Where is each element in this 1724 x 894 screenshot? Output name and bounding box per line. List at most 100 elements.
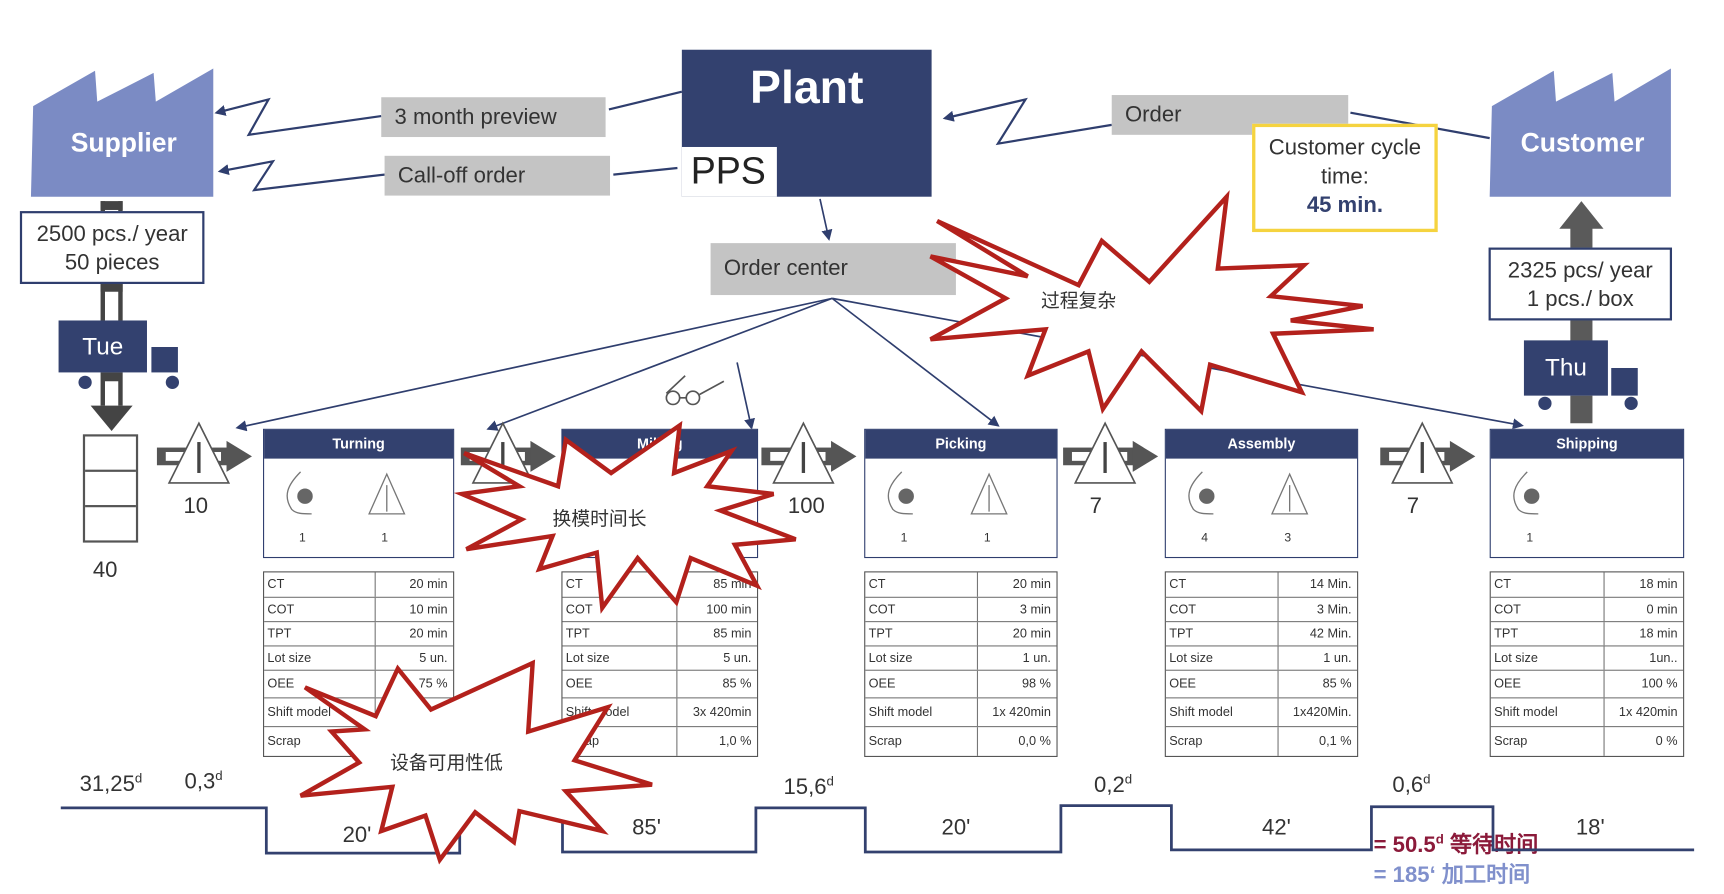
wait-value: = 50.5 (1373, 833, 1436, 858)
operator-count: 3 (1284, 531, 1292, 545)
metric-label: CT (1166, 572, 1279, 597)
wait-days: 15,6 (783, 775, 827, 800)
metric-label: Shift model (1166, 698, 1279, 727)
metric-value: 0 min (1646, 602, 1678, 617)
metric-value: 3x 420min (692, 705, 752, 719)
metric-value: 5 un. (723, 651, 752, 665)
operator-count: 1 (900, 531, 908, 545)
metric-label: Lot size (1491, 646, 1605, 670)
wait-unit: d (134, 770, 143, 786)
cycle-time-value: 45 min. (1306, 193, 1383, 218)
supplier-label: Supplier (70, 128, 177, 159)
metric-label: Scrap (865, 727, 979, 756)
process-name: Picking (865, 429, 1057, 459)
go-see-arrow (736, 362, 755, 430)
wait-unit: d (826, 773, 834, 790)
customer-annual-quantity: 2325 pcs/ year (1507, 258, 1653, 283)
metric-label: Lot size (562, 646, 678, 670)
inventory-count: 7 (1089, 493, 1102, 519)
plant-box: Plant PPS (681, 49, 932, 197)
inventory-triangle-icon (156, 421, 252, 484)
metric-value: 20 min (409, 577, 448, 592)
wait-time-label: 15,6d (784, 774, 834, 801)
metric-label: OEE (1491, 670, 1605, 698)
order-center-to-shipping-arrow (831, 297, 1524, 430)
metric-value: 100 min (706, 602, 752, 617)
metric-value: 18 min (1639, 627, 1678, 641)
metric-label: OEE (1166, 670, 1279, 698)
table-row: Shift model 1x420Min. (1165, 698, 1358, 728)
calloff-electronic-arrow (217, 159, 385, 192)
operator-icon (1188, 471, 1215, 515)
metric-value: 10 min (409, 602, 448, 617)
inventory-triangle-icon (1380, 421, 1476, 484)
wait-unit: d (1124, 771, 1133, 787)
wait-time-label: 31,25d (80, 770, 143, 797)
process-time-label: 85' (632, 815, 661, 840)
calloff-info-box: Call-off order (384, 155, 611, 196)
metric-value: 1x 420min (992, 705, 1051, 719)
metric-value: 85 % (1322, 677, 1352, 691)
process-name: Milling (562, 429, 757, 459)
inventory-count: 10 (183, 493, 209, 519)
metric-value: 85 min (713, 577, 752, 592)
metric-value: 1x420Min. (1292, 705, 1352, 719)
table-row: OEE 85 % (1165, 670, 1358, 699)
metric-label: TPT (1166, 622, 1279, 646)
metric-label: COT (264, 597, 376, 622)
process-time-label: 20' (941, 815, 971, 840)
metric-label: Scrap (264, 727, 376, 756)
process-name: Turning (264, 429, 454, 459)
inventory-triangle-icon (368, 472, 406, 515)
metric-label: CT (865, 572, 979, 597)
order-info-box: Order (1111, 95, 1349, 135)
wait-unit: d (1435, 831, 1444, 847)
inventory-triangle-icon (761, 421, 857, 484)
operator-icon (286, 471, 313, 515)
order-center-to-picking-arrow (831, 297, 1000, 427)
metric-value: 85 min (713, 627, 752, 641)
preview-electronic-arrow (214, 97, 382, 137)
process-label: 加工时间 (1441, 863, 1531, 888)
metric-value: 100 % (1641, 677, 1678, 691)
metric-label: CT (562, 572, 678, 597)
metric-label: Shift model (1491, 698, 1605, 727)
operator-count: 1 (1526, 531, 1534, 545)
process-box-milling[interactable]: Milling (561, 428, 759, 559)
metric-label: TPT (865, 622, 979, 646)
customer-delivery-day: Thu (1523, 340, 1608, 396)
metric-value: 18 min (1639, 577, 1678, 592)
order-center-to-milling-arrow (486, 297, 833, 431)
raw-stock-icon (82, 434, 139, 543)
pps-to-order-center-arrow (819, 198, 833, 241)
order-electronic-arrow (942, 97, 1112, 146)
metric-value: 0,0 % (1018, 734, 1051, 749)
metric-value: 0,1 % (1319, 734, 1352, 749)
table-row: Lot size 5 un. (562, 646, 757, 671)
wait-time-label: 0,6d (1392, 771, 1430, 798)
metric-value: 0 % (1655, 734, 1678, 749)
table-row: TPT 42 Min. (1165, 622, 1358, 647)
metric-value: 42 Min. (1309, 627, 1352, 641)
metric-value: 20 min (409, 627, 448, 641)
issue-changeover-time: 换模时间长 (552, 508, 647, 530)
metric-label: COT (1491, 597, 1605, 622)
